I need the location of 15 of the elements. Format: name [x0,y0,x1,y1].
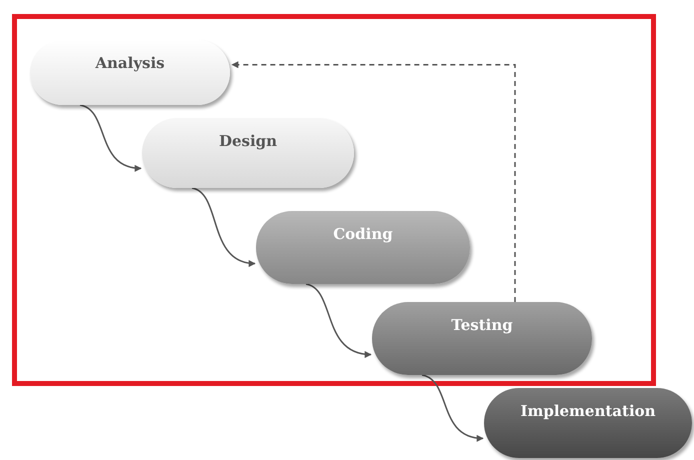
step-label: Coding [333,224,393,245]
arrow [231,61,516,302]
step-label: Implementation [520,401,656,422]
process-pill [142,118,354,188]
step-label: Design [218,131,278,152]
process-pill [30,40,230,105]
process-pill [484,388,692,458]
process-pill [372,302,592,375]
step-label: Testing [451,315,513,336]
arrow [192,187,256,266]
arrow [306,283,372,358]
arrow [422,374,484,442]
step-label: Analysis [95,53,165,74]
process-pill [256,211,470,284]
arrow [80,104,142,172]
